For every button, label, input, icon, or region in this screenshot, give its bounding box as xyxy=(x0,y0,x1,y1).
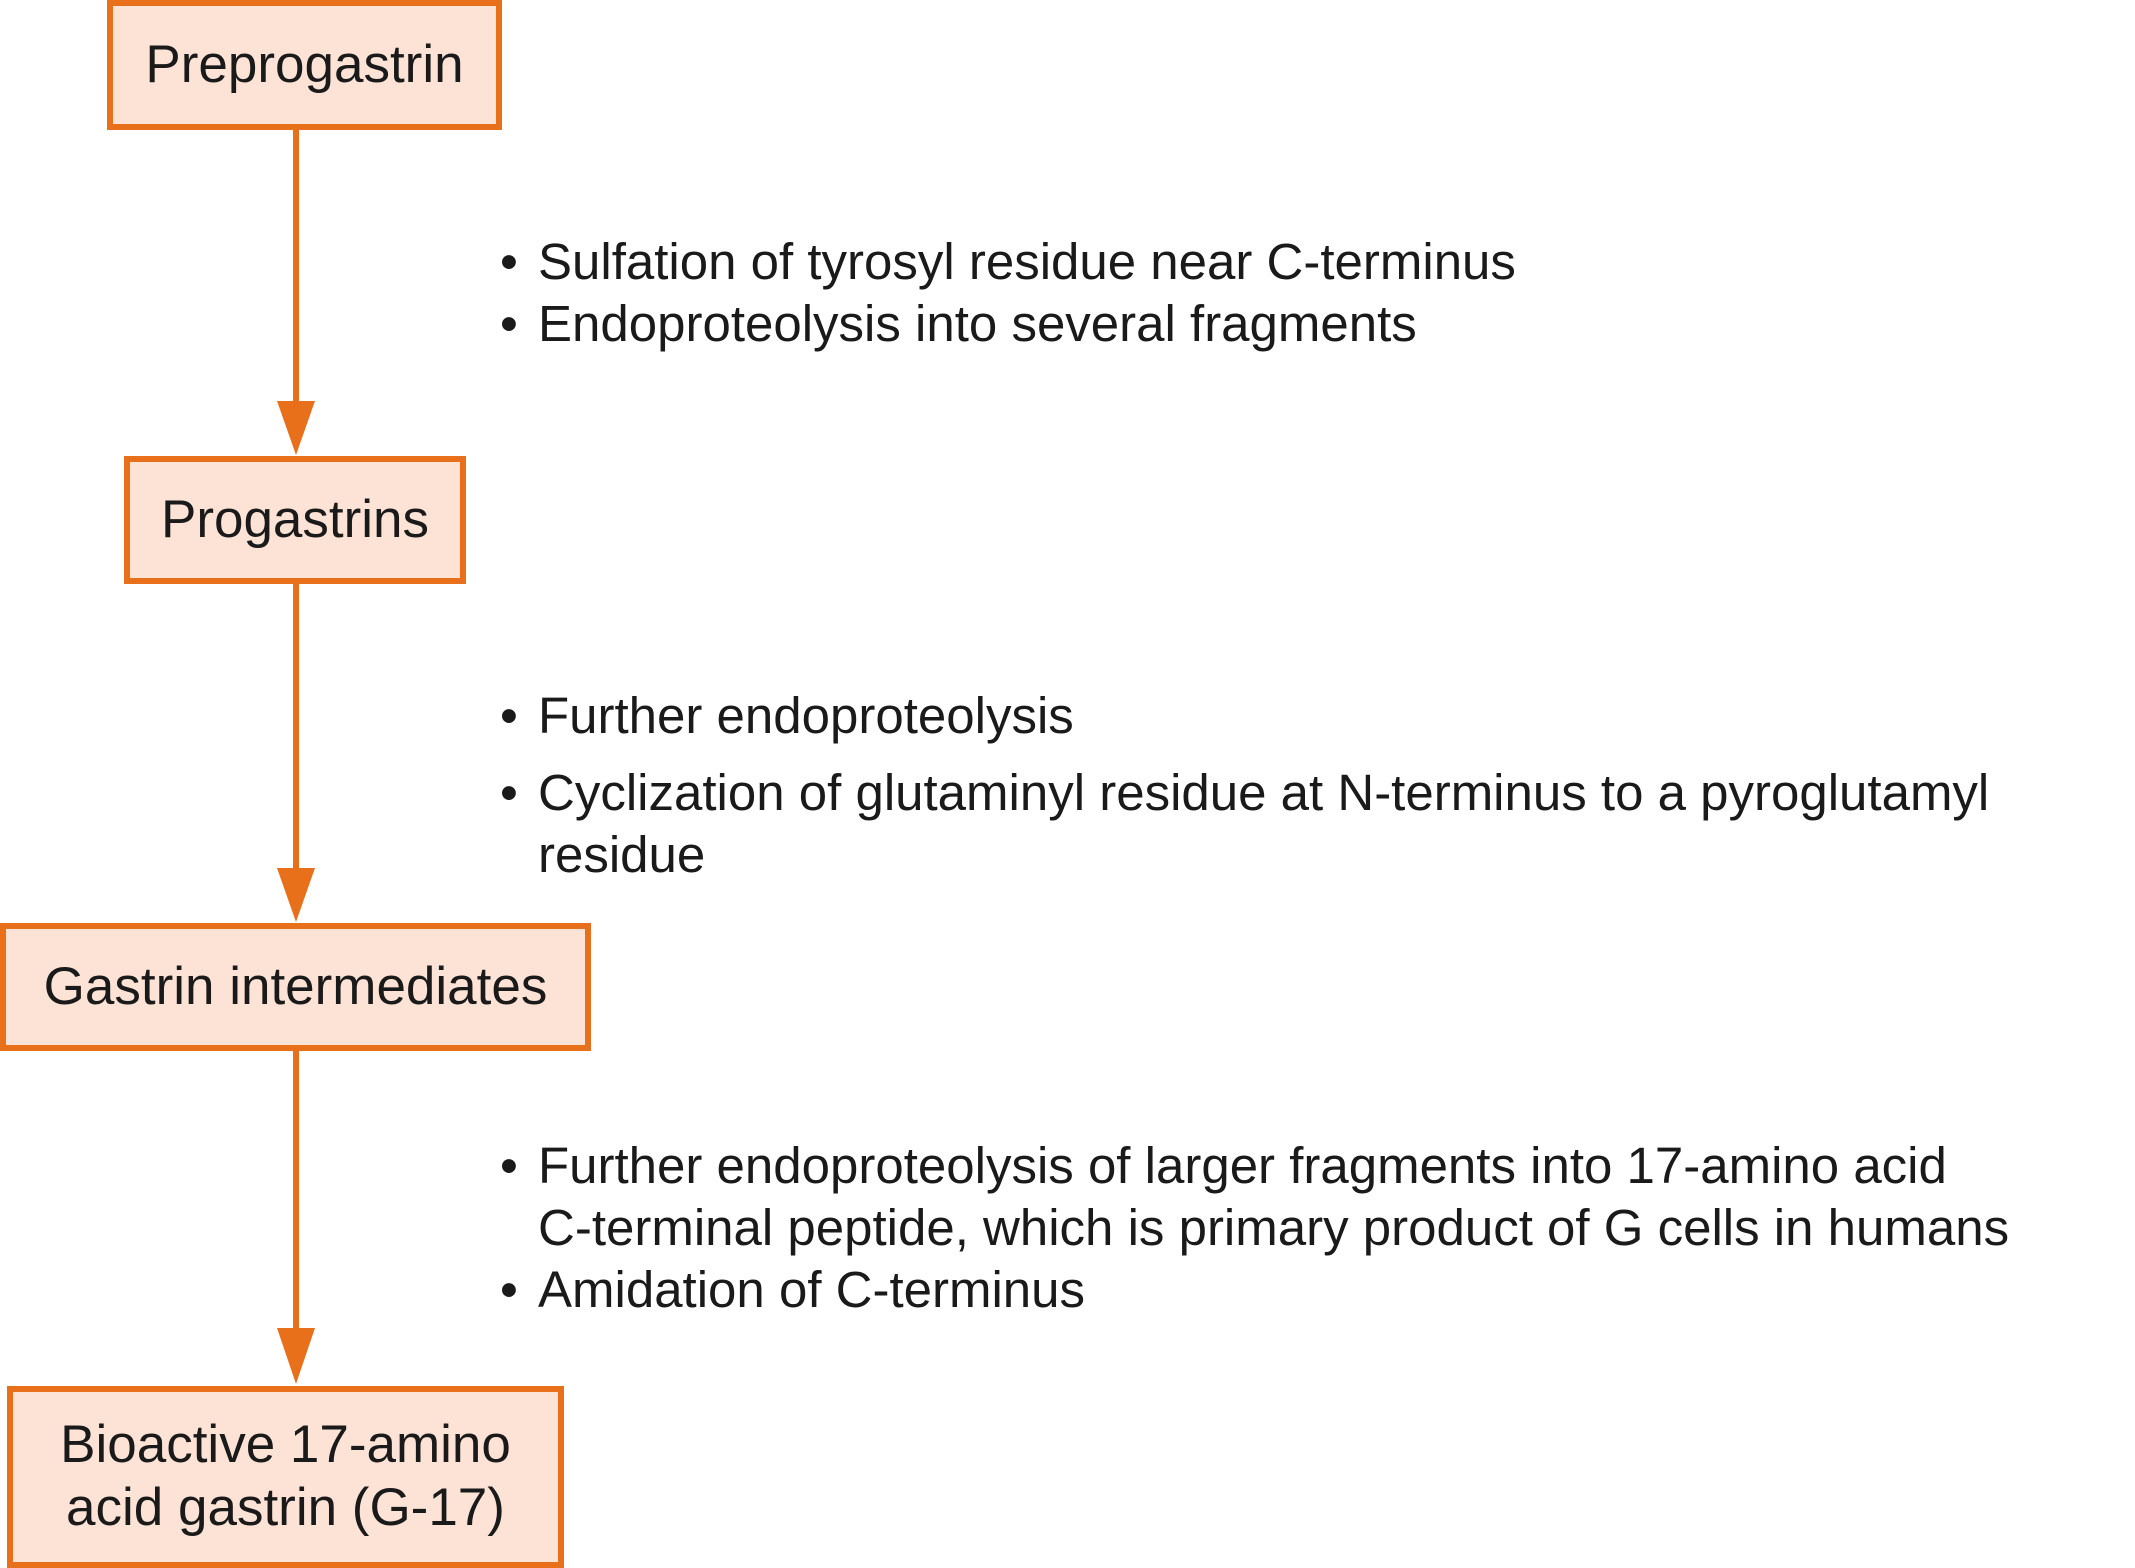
note-amidation: Amidation of C-terminus xyxy=(500,1259,2009,1321)
stage-box-bioactive-g17: Bioactive 17-amino acid gastrin (G-17) xyxy=(7,1386,564,1568)
step-notes-3: Further endoproteolysis of larger fragme… xyxy=(500,1135,2009,1321)
stage-box-progastrins: Progastrins xyxy=(124,456,466,584)
note-sulfation: Sulfation of tyrosyl residue near C-term… xyxy=(500,231,1516,293)
step-notes-1: Sulfation of tyrosyl residue near C-term… xyxy=(500,231,1516,355)
note-endoproteolysis: Endoproteolysis into several fragments xyxy=(500,293,1516,355)
arrowhead-1 xyxy=(277,401,315,455)
note-further-endoproteolysis-g17: Further endoproteolysis of larger fragme… xyxy=(500,1135,2009,1259)
note-further-endoproteolysis: Further endoproteolysis xyxy=(500,685,1989,747)
note-cyclization: Cyclization of glutaminyl residue at N-t… xyxy=(500,762,1989,886)
step-notes-2: Further endoproteolysis Cyclization of g… xyxy=(500,685,1989,886)
stage-box-preprogastrin: Preprogastrin xyxy=(107,0,502,130)
stage-box-gastrin-intermediates: Gastrin intermediates xyxy=(0,923,591,1051)
arrowhead-3 xyxy=(277,1328,315,1384)
arrowhead-2 xyxy=(277,868,315,922)
